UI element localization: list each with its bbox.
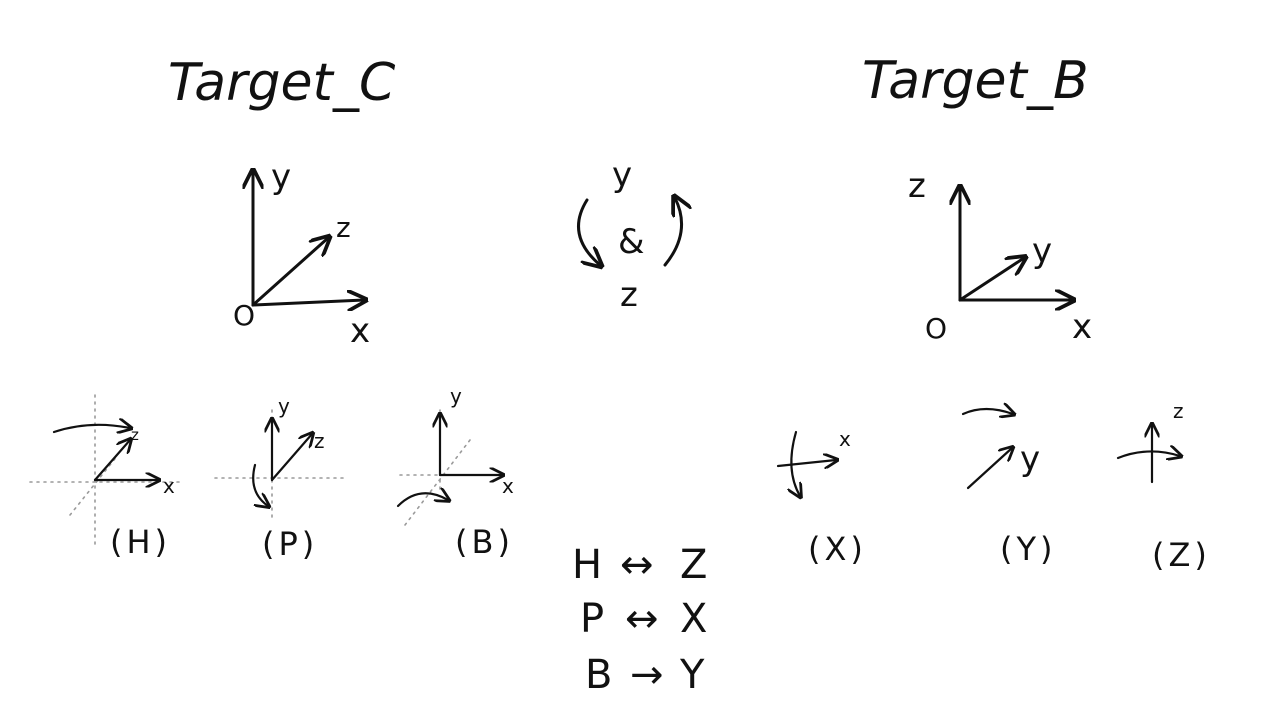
target-b-title: Target_B	[862, 51, 1089, 111]
rotation-b-sketch: y x (B)	[396, 384, 514, 561]
swap-right-arrow	[663, 198, 682, 267]
rotation-b-caption: (B)	[455, 523, 514, 561]
rotation-y-caption: (Y)	[1000, 530, 1057, 568]
target-b-y-axis	[958, 258, 1024, 302]
guide-line	[69, 454, 119, 516]
rotation-b-arrow	[396, 493, 448, 508]
rotation-x-caption: (X)	[808, 530, 867, 568]
mapping-to-y: Y	[679, 652, 705, 698]
rotation-x-arrow	[791, 430, 800, 496]
mapping-from-h: H	[572, 542, 602, 588]
mapping-arrow-b: →	[630, 652, 664, 698]
rotation-z-arrow	[1116, 451, 1180, 458]
rotation-y-axis-label: y	[1020, 439, 1040, 479]
axis-swap-sketch: y & z	[577, 155, 682, 315]
swap-left-arrow	[577, 198, 600, 265]
rotation-h-caption: (H)	[110, 523, 171, 561]
rotation-b-x-label: x	[502, 474, 514, 498]
target-c-y-label: y	[271, 157, 291, 197]
rotation-b-y-label: y	[450, 384, 462, 408]
mapping-arrow-h: ↔	[620, 542, 654, 588]
axis-mapping: H ↔ Z P ↔ X B → Y	[572, 542, 707, 698]
mapping-from-p: P	[580, 596, 604, 642]
mapping-row-b: B → Y	[585, 652, 705, 698]
rotation-p-z-label: z	[314, 429, 325, 453]
rotation-h-x-label: x	[163, 474, 175, 498]
mapping-to-z: Z	[680, 542, 707, 588]
mapping-to-x: X	[680, 596, 707, 642]
mapping-arrow-p: ↔	[625, 596, 659, 642]
target-c-z-axis	[251, 238, 328, 307]
rotation-h-z-axis	[93, 440, 130, 482]
target-c-x-axis	[251, 300, 364, 305]
target-b-origin-label: O	[925, 312, 947, 345]
swap-top-label: y	[612, 155, 632, 195]
target-b-axes: z y x O	[908, 166, 1092, 347]
target-c-axes: y z x O	[233, 157, 370, 351]
target-c-x-label: x	[350, 311, 370, 351]
mapping-from-b: B	[585, 652, 612, 698]
rotation-p-y-label: y	[278, 394, 290, 418]
target-c-title: Target_C	[168, 53, 396, 113]
rotation-z-caption: (Z)	[1152, 536, 1211, 574]
rotation-y-sketch: y (Y)	[961, 409, 1057, 568]
rotation-x-axis	[776, 460, 836, 466]
guide-line	[404, 439, 471, 526]
rotation-z-axis-label: z	[1173, 399, 1184, 423]
rotation-h-z-label: z	[131, 426, 139, 444]
target-c-z-label: z	[336, 211, 351, 244]
target-b-z-label: z	[908, 166, 926, 206]
rotation-y-arrow	[961, 409, 1013, 414]
rotation-p-z-axis	[270, 434, 312, 482]
target-b-x-label: x	[1072, 307, 1092, 347]
rotation-h-sketch: z x (H)	[29, 394, 181, 561]
swap-middle-label: &	[618, 222, 645, 262]
rotation-p-arrow	[252, 463, 268, 506]
target-b-section: Target_B z y x O x (X) y (Y)	[776, 51, 1211, 574]
target-c-origin-label: O	[233, 299, 255, 332]
rotation-y-axis	[966, 448, 1012, 490]
target-c-section: Target_C y z x O z x (H)	[29, 53, 514, 563]
rotation-h-arrow	[52, 425, 130, 432]
swap-bottom-label: z	[620, 275, 638, 315]
mapping-row-p: P ↔ X	[580, 596, 707, 642]
rotation-z-sketch: z (Z)	[1116, 399, 1211, 574]
mapping-row-h: H ↔ Z	[572, 542, 707, 588]
target-b-y-label: y	[1032, 231, 1052, 271]
rotation-x-axis-label: x	[839, 427, 851, 451]
rotation-x-sketch: x (X)	[776, 427, 867, 568]
rotation-p-caption: (P)	[262, 525, 318, 563]
rotation-p-sketch: y z (P)	[214, 394, 346, 563]
